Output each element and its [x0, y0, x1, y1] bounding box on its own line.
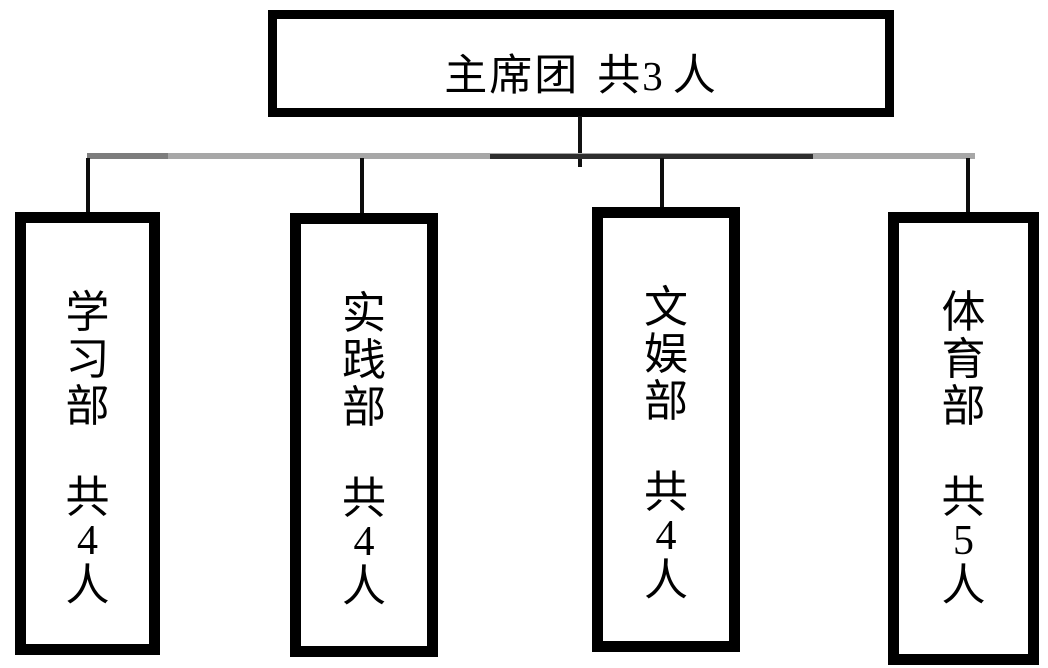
dept-1-count: 4 [77, 518, 98, 564]
connector-stub-dept-2 [360, 158, 364, 213]
dept-3-count: 4 [655, 513, 677, 559]
org-box-dept-sports: 体 育 部 共 5 人 [888, 212, 1039, 665]
connector-stub-dept-4 [966, 158, 970, 212]
dept-2-total-label: 共 [342, 474, 386, 523]
org-box-dept-practice: 实 践 部 共 4 人 [290, 213, 438, 657]
org-box-dept-study: 学 习 部 共 4 人 [15, 212, 160, 655]
dept-4-name-char: 育 [941, 335, 986, 384]
dept-3-name-char: 文 [644, 283, 688, 332]
dept-4-total-label: 共 [941, 473, 986, 522]
connector-stub-dept-3 [660, 158, 664, 207]
dept-4-count: 5 [953, 518, 974, 564]
dept-1-name-char: 部 [65, 382, 110, 431]
dept-4-name-char: 体 [941, 288, 986, 337]
connector-horizontal-line-left-segment [87, 153, 168, 159]
dept-2-name-char: 部 [342, 383, 386, 432]
dept-1-name-char: 学 [65, 288, 110, 337]
dept-3-total-label: 共 [644, 468, 688, 517]
dept-4-unit-label: 人 [941, 561, 986, 610]
root-count: 3 [642, 53, 665, 99]
connector-stub-dept-1 [86, 158, 90, 212]
connector-root-drop [578, 116, 582, 167]
dept-2-unit-label: 人 [342, 562, 386, 611]
dept-1-name-char: 习 [65, 335, 110, 384]
org-box-dept-culture: 文 娱 部 共 4 人 [592, 207, 740, 652]
dept-3-name-char: 部 [644, 377, 688, 426]
dept-2-count: 4 [353, 519, 375, 565]
dept-3-name-char: 娱 [644, 330, 688, 379]
connector-horizontal-line-dark-segment [490, 154, 813, 159]
dept-2-name-char: 践 [342, 336, 386, 385]
dept-1-total-label: 共 [65, 473, 110, 522]
root-name: 主席团 [444, 52, 580, 100]
dept-4-name-char: 部 [941, 382, 986, 431]
dept-1-unit-label: 人 [65, 561, 110, 610]
root-total-label: 共 [597, 52, 643, 100]
dept-2-name-char: 实 [342, 289, 386, 338]
root-unit-label: 人 [672, 52, 718, 100]
dept-3-unit-label: 人 [644, 556, 688, 605]
